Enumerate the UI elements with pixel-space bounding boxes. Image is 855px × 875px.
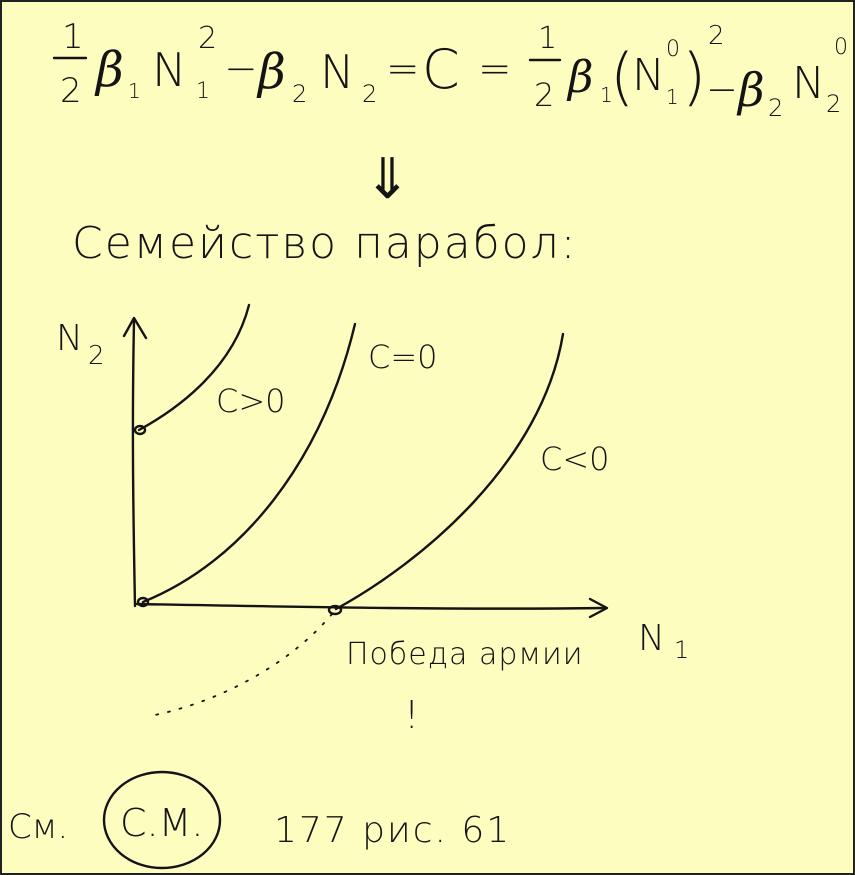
n-symbol: N (632, 50, 665, 101)
point-y-intercept (133, 424, 147, 436)
n-symbol: N (320, 45, 354, 99)
square-superscript: 2 (198, 21, 217, 56)
curve-c-positive (137, 303, 251, 432)
equals-sign: = (386, 46, 420, 92)
curve-label-c-negative: C<0 (540, 440, 610, 478)
curve-c-zero (141, 322, 357, 604)
zero-superscript: 0 (666, 37, 680, 62)
heading: Семейство парабол: (72, 218, 577, 269)
x-axis-subscript: 1 (674, 636, 689, 664)
beta-symbol: β (94, 42, 124, 98)
y-axis-arrow-icon (122, 316, 148, 340)
x-axis-arrow-icon (588, 597, 609, 619)
x-axis-label: N (638, 618, 665, 659)
implies-arrow-icon: ⇓ (364, 147, 411, 212)
curve-label-c-zero: C=0 (368, 338, 438, 376)
zero-superscript: 0 (834, 35, 848, 60)
circle-mark (102, 770, 222, 870)
y-axis-label: N (56, 318, 83, 359)
beta-subscript: 2 (292, 80, 307, 108)
constant-c: C (422, 38, 460, 101)
beta-subscript: 1 (600, 83, 613, 107)
square-superscript: 2 (708, 21, 725, 51)
curve-label-c-positive: C>0 (216, 382, 286, 420)
n-subscript: 1 (666, 85, 679, 109)
fraction-denominator: 2 (60, 71, 82, 111)
fraction-numerator: 1 (538, 21, 557, 56)
minus-sign: − (706, 67, 738, 111)
footer-reference: См. С.М. 177 рис. 61 (8, 770, 511, 870)
left-paren: ( (610, 40, 634, 113)
n-subscript: 2 (362, 80, 377, 108)
beta-symbol: β (256, 44, 286, 100)
n-subscript: 2 (826, 90, 841, 118)
fraction-denominator: 2 (534, 76, 554, 114)
point-x-intercept (327, 604, 343, 616)
beta-symbol: β (566, 52, 593, 103)
beta-subscript: 2 (768, 94, 783, 122)
exclamation-mark: ! (404, 693, 419, 737)
n-symbol: N (792, 58, 825, 109)
n-symbol: N (152, 43, 186, 97)
x-axis (135, 602, 608, 610)
reference-text: 177 рис. 61 (274, 810, 511, 851)
curve-dotted-extension (149, 613, 333, 717)
beta-subscript: 1 (128, 79, 141, 103)
victory-annotation: Победа армии (346, 637, 584, 672)
curve-c-negative (334, 332, 565, 611)
y-axis (131, 318, 137, 608)
parabola-plot: N 2 N 1 C>0 C=0 C<0 Победа армии ! (56, 303, 689, 737)
beta-symbol: β (736, 63, 765, 117)
fraction-numerator: 1 (62, 17, 84, 57)
point-origin (136, 596, 150, 608)
y-axis-subscript: 2 (88, 341, 105, 371)
circled-abbreviation: С.М. (120, 801, 203, 845)
formula: 1 2 β 1 N 2 1 − β 2 N 2 = C = 1 2 β 1 ( … (52, 17, 848, 122)
equals-sign: = (478, 46, 512, 92)
see-label: См. (8, 807, 68, 847)
n-subscript: 1 (196, 79, 210, 104)
right-paren: ) (682, 40, 706, 113)
minus-sign: − (224, 46, 258, 92)
